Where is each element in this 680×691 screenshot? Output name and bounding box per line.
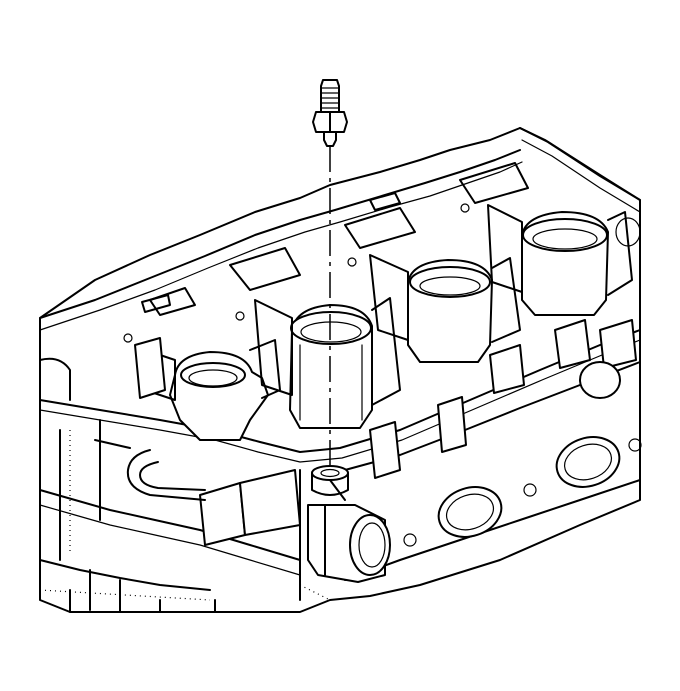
sensor-housing	[299, 469, 391, 601]
front-deck-edge	[39, 329, 641, 453]
boss-6	[599, 319, 637, 369]
bolt-seat-rim	[311, 465, 349, 481]
stud-hole-1	[403, 533, 417, 547]
left-end	[39, 357, 131, 613]
bolt-hole-4	[123, 333, 133, 343]
pocket-2	[344, 207, 416, 249]
cam-tower-3-left-flank	[369, 254, 409, 341]
boss-front	[199, 482, 246, 546]
cam-bore-4-inner	[532, 228, 598, 250]
tube-inner	[139, 461, 206, 491]
pocket-4	[149, 287, 196, 316]
port-1-inner	[445, 493, 495, 531]
cap-bosses	[134, 319, 637, 546]
cam-bore-5-partial	[615, 217, 641, 247]
left-end-ribs	[39, 429, 61, 561]
bottom-feet	[69, 589, 216, 613]
bottom-dotted-line-2	[299, 584, 331, 601]
pocket-1	[229, 247, 301, 291]
cam-towers	[144, 204, 641, 441]
valve-pockets	[123, 162, 529, 343]
bolt-seat-body	[311, 472, 349, 496]
cam-tower-2-left-flank	[254, 299, 293, 396]
bottom-dotted-line	[39, 589, 211, 601]
side-face-bottom	[344, 479, 641, 581]
rear-rim-inner	[521, 139, 641, 213]
port-2	[555, 436, 621, 488]
top-deck-inner-rim	[39, 161, 523, 331]
left-end-curve	[39, 357, 71, 401]
boss-3	[437, 396, 467, 453]
housing-face-inner	[358, 522, 386, 568]
top-deck-rim	[39, 149, 521, 319]
lower-flange-inner	[39, 504, 301, 576]
housing-mount	[299, 469, 346, 601]
cam-tower-1-right-flank	[249, 339, 281, 399]
cam-bore-3	[409, 266, 491, 298]
tube-outer	[126, 449, 206, 501]
lower-flange	[39, 489, 301, 561]
boss-5	[554, 319, 591, 369]
bolt-seat-hole	[320, 468, 340, 478]
left-end-legs	[89, 569, 121, 613]
housing-face	[349, 514, 391, 576]
cam-tower-2-right-flank	[371, 297, 401, 406]
tube	[126, 449, 206, 501]
stud-threaded-tip	[320, 79, 340, 113]
boss-4	[489, 344, 525, 394]
stud-bolt	[312, 79, 348, 147]
cam-tower-4-left-flank	[487, 204, 523, 293]
slot-2	[141, 294, 171, 313]
port-1	[437, 486, 503, 538]
stud-hole-2	[523, 483, 537, 497]
bottom-rail	[39, 559, 211, 591]
stud-shank	[323, 131, 337, 147]
rear-rim	[519, 127, 641, 201]
stud-hole-3	[628, 438, 642, 452]
left-end-web	[94, 419, 131, 521]
bolt-hole-3	[460, 203, 470, 213]
ports	[403, 361, 642, 547]
cam-bore-3-inner	[419, 276, 481, 296]
cam-tower-2-ribs	[299, 344, 363, 421]
cam-bore-2-inner	[300, 321, 362, 343]
cam-bore-1	[180, 362, 246, 388]
boss-1	[134, 337, 166, 399]
boss-2	[369, 421, 401, 479]
cam-tower-3-right-flank	[491, 257, 521, 343]
bolt-hole-1	[235, 311, 245, 321]
bolt-hole-2	[347, 257, 357, 267]
port-3	[579, 361, 621, 399]
slot-1	[369, 192, 401, 211]
bolt-seat	[311, 465, 349, 496]
pocket-3	[459, 162, 529, 204]
stud-threads	[320, 87, 340, 109]
port-2-inner	[563, 443, 613, 481]
front-deck-edge-inner	[39, 339, 641, 463]
cam-bore-1-inner	[188, 369, 238, 387]
